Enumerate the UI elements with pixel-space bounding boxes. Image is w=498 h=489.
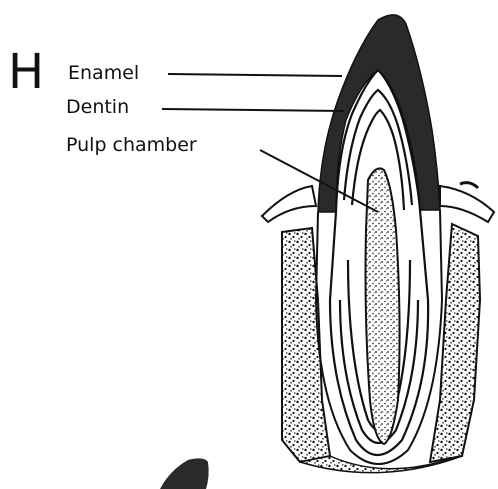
enamel-leader bbox=[168, 74, 342, 76]
dentin-label: Dentin bbox=[66, 98, 129, 117]
adjacent-tooth-fragment bbox=[160, 458, 209, 489]
enamel-label: Enamel bbox=[68, 64, 139, 83]
pulp-chamber-label: Pulp chamber bbox=[66, 136, 197, 155]
dentin-leader bbox=[162, 109, 344, 111]
panel-letter: H bbox=[8, 48, 44, 96]
pulp-chamber bbox=[366, 168, 400, 444]
